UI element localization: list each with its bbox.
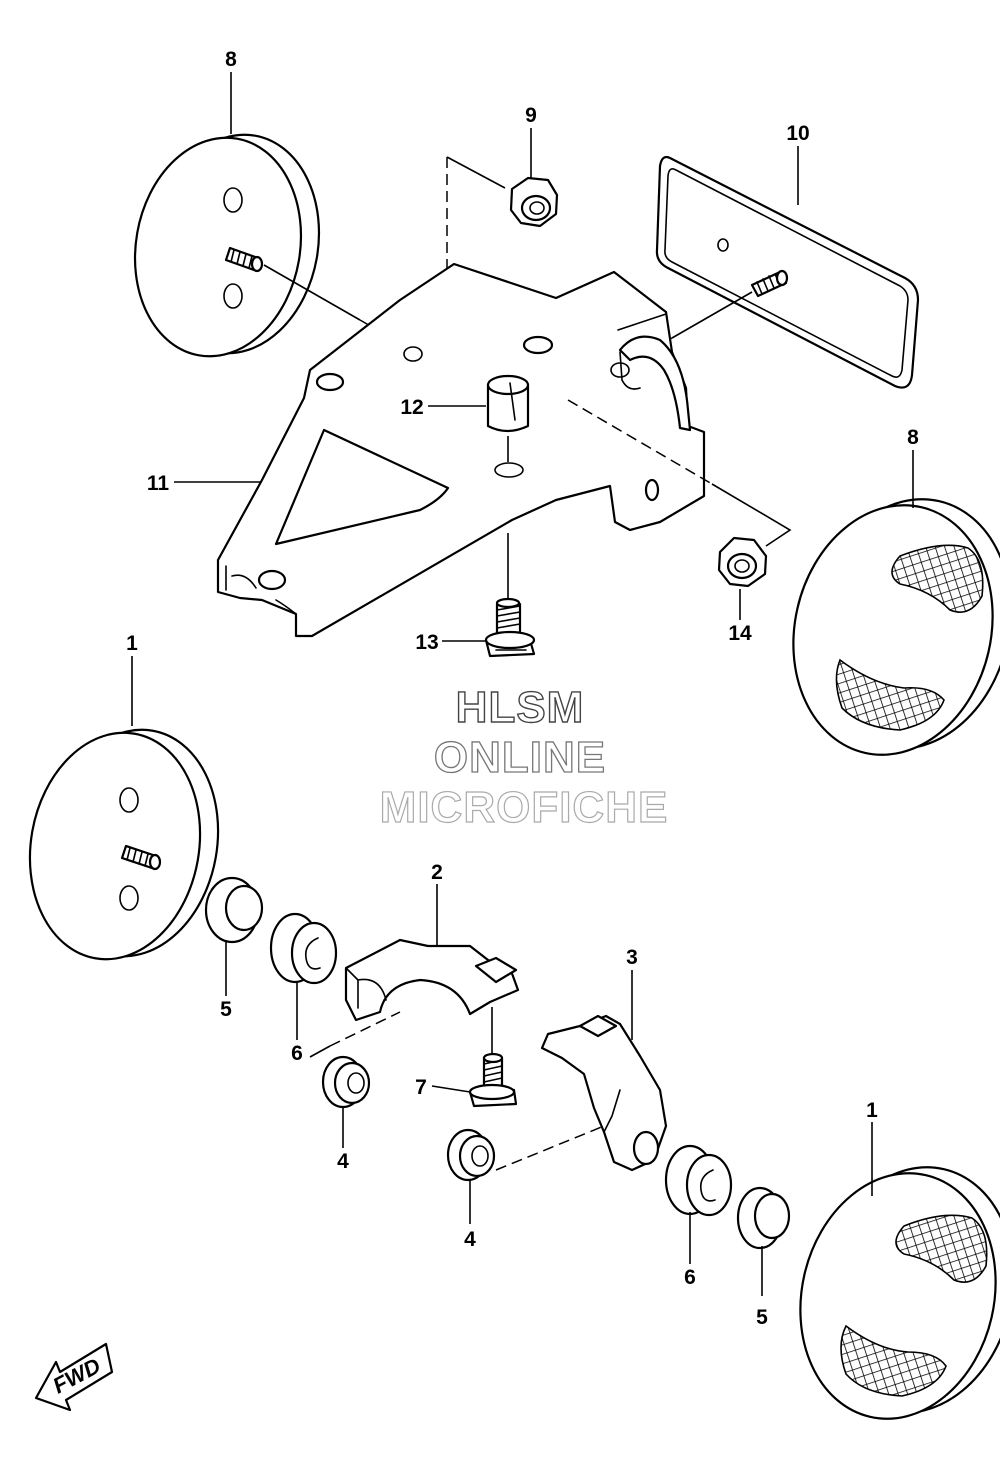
bolt-13 [484, 597, 536, 658]
callout-3: 3 [626, 946, 638, 969]
reflector-8-upper [133, 133, 321, 358]
callout-13: 13 [415, 631, 438, 654]
callout-6-left: 6 [291, 1042, 303, 1065]
callout-2: 2 [431, 861, 443, 884]
callout-9: 9 [525, 104, 537, 127]
reflector-1-left [28, 728, 220, 961]
stud-10 [750, 269, 789, 298]
callout-8-upper: 8 [225, 48, 237, 71]
fwd-arrow-icon: FWD [34, 1342, 114, 1412]
collar-12 [486, 374, 530, 433]
bolt-7 [468, 1052, 518, 1108]
bracket-11 [216, 262, 706, 638]
grommet-6-right [664, 1144, 733, 1217]
watermark-line-3: MICROFICHE [380, 783, 669, 832]
watermark-line-1: HLSM [456, 683, 585, 732]
grommet-6-left [269, 912, 338, 985]
callout-8-lower: 8 [907, 426, 919, 449]
watermark: HLSM ONLINE MICROFICHE [379, 682, 669, 832]
callout-6-right: 6 [684, 1266, 696, 1289]
callout-5-right: 5 [756, 1306, 768, 1329]
stud-1-left [120, 844, 162, 871]
callout-7: 7 [415, 1076, 427, 1099]
callout-4-left: 4 [337, 1150, 349, 1173]
collar-5-right [736, 1186, 791, 1250]
nut-4-left [321, 1055, 371, 1109]
bracket-3 [540, 1014, 668, 1172]
reflector-1-right [799, 1166, 1000, 1420]
callout-5-left: 5 [220, 998, 232, 1021]
callout-4-middle: 4 [464, 1228, 476, 1251]
callout-11: 11 [147, 472, 170, 495]
stud-8-upper [224, 246, 264, 273]
reflector-10-rect [655, 155, 920, 389]
reflector-8-lower [792, 498, 1000, 756]
callout-12: 12 [400, 396, 423, 419]
callout-14: 14 [728, 622, 752, 645]
callout-1-left: 1 [126, 632, 138, 655]
bracket-2 [344, 938, 520, 1022]
watermark-line-2: ONLINE [434, 733, 606, 782]
callout-10: 10 [786, 122, 809, 145]
collar-5-left [204, 876, 264, 944]
callout-1-right: 1 [866, 1099, 878, 1122]
nut-9 [509, 176, 559, 228]
nut-14 [717, 536, 768, 588]
nut-4-middle [446, 1128, 496, 1182]
